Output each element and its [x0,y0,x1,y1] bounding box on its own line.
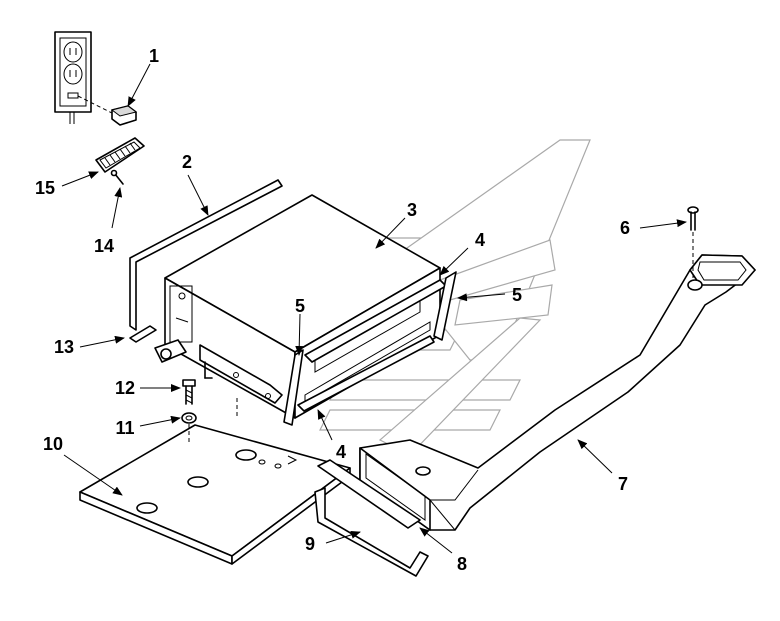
leader-lines [61,63,687,554]
part-15-grille [95,137,145,173]
callout-2: 2 [182,152,192,172]
callout-5-left: 5 [295,296,305,316]
part-11-washer [181,412,197,444]
part-12-bolt [182,379,196,405]
callout-12: 12 [115,378,135,398]
callout-11: 11 [115,418,134,438]
part-8-strip [317,459,421,529]
part-1-outlet-plug [54,31,138,126]
callout-4-lower: 4 [336,442,346,462]
part-4-5-strips [283,271,457,426]
callout-4-upper: 4 [475,230,485,250]
callout-14: 14 [94,236,114,256]
callout-3: 3 [407,200,417,220]
callout-labels: 1 2 3 4 4 5 5 6 7 8 9 10 11 12 13 14 15 [35,46,630,574]
callout-15: 15 [35,178,55,198]
callout-9: 9 [305,534,315,554]
callout-1: 1 [149,46,159,66]
callout-13: 13 [54,337,74,357]
part-7-duct [359,254,756,531]
callout-7: 7 [618,474,628,494]
part-13-strip [129,325,157,343]
part-14-screw [110,169,124,185]
part-2-gasket [129,179,283,331]
callout-6: 6 [620,218,630,238]
part-9-bracket [314,487,429,577]
part-6-screw [687,206,699,278]
callout-5-right: 5 [512,285,522,305]
callout-8: 8 [457,554,467,574]
callout-10: 10 [43,434,63,454]
